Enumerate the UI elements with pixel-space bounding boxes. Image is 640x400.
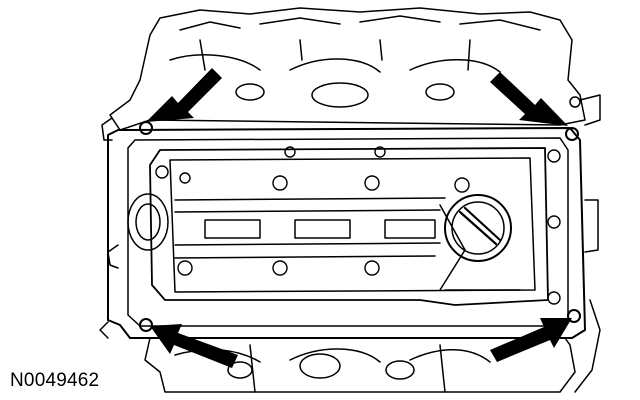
arrow-lower-left [150, 324, 238, 368]
corner-bolt-upper-left [139, 121, 153, 135]
corner-bolt-upper-right [565, 127, 579, 141]
lower-cylinder-head [144, 337, 576, 393]
upper-cylinder-head [109, 7, 586, 131]
oil-filler-cap [444, 194, 512, 262]
arrow-lower-right [490, 318, 572, 362]
cover-flange [107, 127, 586, 339]
corner-bolt-lower-left [139, 318, 153, 332]
valve-cover-body [149, 147, 549, 306]
corner-bolt-lower-right [567, 309, 581, 323]
arrow-upper-right [490, 72, 568, 126]
figure-id-label: N0049462 [10, 370, 100, 391]
arrow-upper-left [146, 68, 222, 122]
cover-bolts [155, 146, 561, 305]
